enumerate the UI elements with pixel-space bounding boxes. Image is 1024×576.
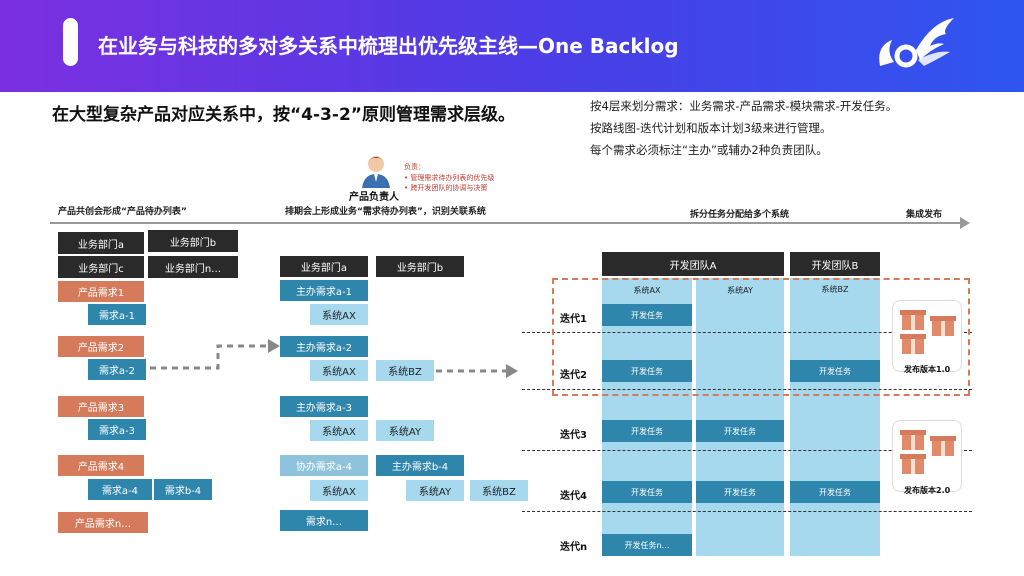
mid-sys-ax-1: 系统AX <box>310 304 368 325</box>
dev-task-2-ax: 开发任务 <box>602 360 692 382</box>
timeline-step-1: 产品共创会形成“产品待办列表” <box>58 207 187 217</box>
dev-task-1-ax: 开发任务 <box>602 304 692 326</box>
column-sys-bz <box>790 278 880 556</box>
owner-resp-title: 负责： <box>404 163 425 171</box>
owner-resp-1: • 管理需求待办列表的优先级 <box>404 174 495 182</box>
iteration-4-label: 迭代4 <box>560 491 587 502</box>
header-banner <box>0 0 1024 92</box>
timeline-step-3: 拆分任务分配给多个系统 <box>690 210 790 220</box>
mid-sys-ax-2: 系统AX <box>310 360 368 381</box>
page-title: 在业务与科技的多对多关系中梳理出优先级主线—One Backlog <box>98 34 679 58</box>
product-req-2: 产品需求2 <box>58 336 144 357</box>
iteration-n-label: 迭代n <box>560 542 588 553</box>
flow-arrow-right <box>436 364 518 378</box>
product-owner-avatar-icon <box>362 156 390 188</box>
left-dept-b: 业务部门b <box>148 230 238 252</box>
iter-separator-3 <box>522 450 972 451</box>
iter-separator-4 <box>522 511 972 512</box>
iteration-2-label: 迭代2 <box>560 370 587 381</box>
req-a-3: 需求a-3 <box>88 419 146 440</box>
product-req-3: 产品需求3 <box>58 396 144 417</box>
product-req-1: 产品需求1 <box>58 281 144 302</box>
gift-boxes-icon <box>900 310 956 354</box>
mid-dept-b: 业务部门b <box>376 256 464 277</box>
product-req-4: 产品需求4 <box>58 455 144 476</box>
iter-separator-1 <box>522 332 972 333</box>
mid-sys-ay-3: 系统AY <box>376 420 434 441</box>
mid-sys-bz-4: 系统BZ <box>470 480 528 501</box>
col-label-ay: 系统AY <box>727 286 753 295</box>
req-a-2: 需求a-2 <box>88 359 146 380</box>
header-accent-bar <box>63 18 78 66</box>
req-a-4: 需求a-4 <box>88 479 152 500</box>
mid-sys-ax-4: 系统AX <box>310 480 368 501</box>
release-1-label: 发布版本1.0 <box>904 365 951 374</box>
dev-task-3-ax: 开发任务 <box>602 420 692 442</box>
note-2: 按路线图-迭代计划和版本计划3级来进行管理。 <box>590 121 832 135</box>
product-owner-label: 产品负责人 <box>349 192 399 203</box>
mid-dept-a: 业务部门a <box>280 256 368 277</box>
gift-boxes-icon <box>900 430 956 474</box>
dev-task-4-bz: 开发任务 <box>790 481 880 503</box>
note-1: 按4层来划分需求：业务需求-产品需求-模块需求-开发任务。 <box>590 99 898 113</box>
req-a-1: 需求a-1 <box>88 304 146 325</box>
req-n: 需求n… <box>280 510 368 531</box>
mid-sys-ax-3: 系统AX <box>310 420 368 441</box>
release-2-label: 发布版本2.0 <box>904 486 951 495</box>
main-req-a-3: 主办需求a-3 <box>280 396 368 417</box>
dev-task-3-ay: 开发任务 <box>696 420 784 442</box>
product-req-n: 产品需求n… <box>58 512 148 533</box>
left-dept-a: 业务部门a <box>58 232 144 254</box>
timeline-step-2: 排期会上形成业务“需求待办列表”，识别关联系统 <box>285 207 486 217</box>
dev-task-4-ax: 开发任务 <box>602 481 692 503</box>
team-b-header: 开发团队B <box>790 252 880 276</box>
mid-sys-ay-4: 系统AY <box>406 480 464 501</box>
column-sys-ay <box>696 278 784 556</box>
iter-separator-2 <box>522 389 972 390</box>
dev-task-2-bz: 开发任务 <box>790 360 880 382</box>
main-req-a-1: 主办需求a-1 <box>280 280 368 301</box>
dev-task-n: 开发任务n… <box>602 534 692 556</box>
iteration-3-label: 迭代3 <box>560 430 587 441</box>
left-dept-n: 业务部门n… <box>148 256 238 278</box>
mid-sys-bz-2: 系统BZ <box>376 360 434 381</box>
assist-req-a-4: 协办需求a-4 <box>280 455 368 476</box>
req-b-4: 需求b-4 <box>154 479 212 500</box>
iteration-1-label: 迭代1 <box>560 314 587 325</box>
flow-arrow-left <box>150 339 280 370</box>
timeline-step-4: 集成发布 <box>906 210 943 220</box>
col-label-bz: 系统BZ <box>821 285 849 294</box>
timeline-arrow <box>50 217 970 229</box>
note-3: 每个需求必须标注“主办”或辅办2种负责团队。 <box>590 143 828 157</box>
release-1-scope <box>552 278 970 396</box>
left-dept-c: 业务部门c <box>58 256 144 278</box>
brand-logo-icon <box>879 18 954 68</box>
dev-task-4-ay: 开发任务 <box>696 481 784 503</box>
owner-resp-2: • 跨开发团队的协调与决策 <box>404 184 488 192</box>
col-label-ax: 系统AX <box>633 286 661 295</box>
main-req-b-4: 主办需求b-4 <box>376 455 464 476</box>
main-req-a-2: 主办需求a-2 <box>280 336 368 357</box>
subtitle: 在大型复杂产品对应关系中，按“4-3-2”原则管理需求层级。 <box>52 105 515 125</box>
team-a-header: 开发团队A <box>602 252 784 276</box>
